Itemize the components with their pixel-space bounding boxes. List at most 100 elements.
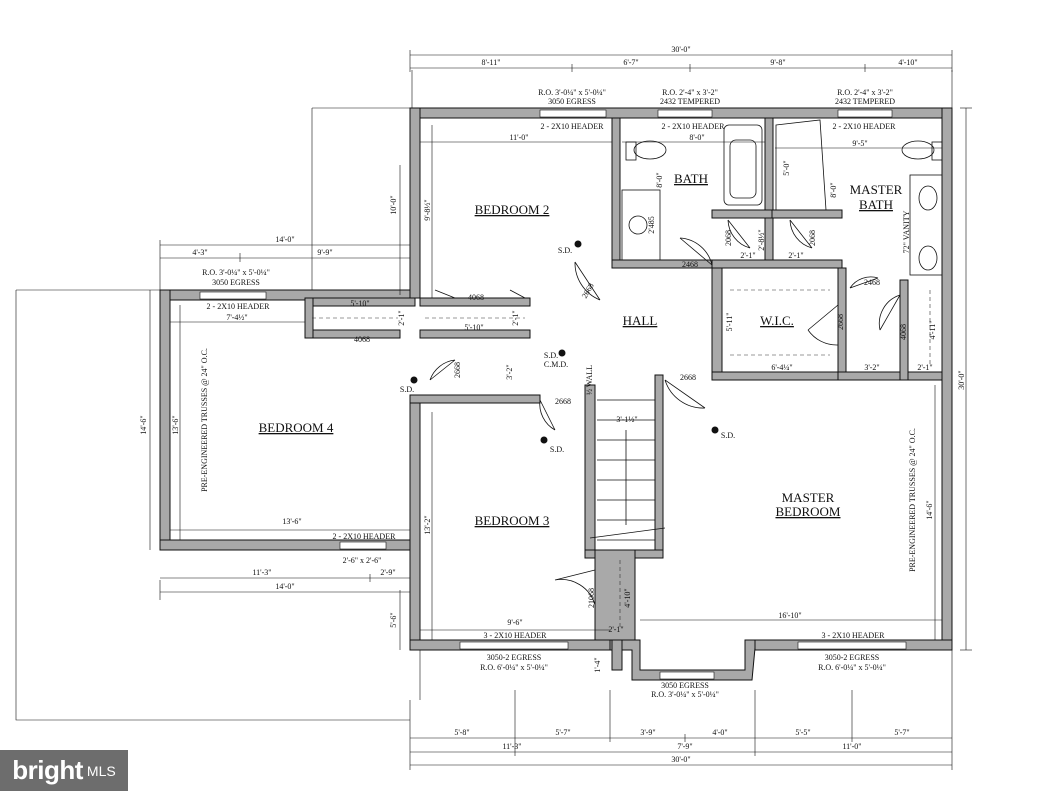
dim-left-side-56: 5'-6" <box>389 612 398 627</box>
dim-top-seg1: 8'-11" <box>481 58 500 67</box>
dim-mbath-w: 9'-5" <box>852 139 867 148</box>
dim-bottom-r2-0: 11'-3" <box>502 742 521 751</box>
sd-label-3: S.D. <box>400 385 414 394</box>
dim-top-seg4: 4'-10" <box>898 58 917 67</box>
dim-closet-21b: 2'-1" <box>511 310 520 325</box>
dim-bath-21b: 2'-1" <box>788 251 803 260</box>
dim-bottom-r1-4: 5'-5" <box>795 728 810 737</box>
dim-closet-510b: 5'-10" <box>464 323 483 332</box>
room-master-bath-1: MASTER <box>850 182 903 197</box>
dim-mb-411: 4'-11" <box>928 320 937 339</box>
dim-left-lower-113: 11'-3" <box>252 568 271 577</box>
trusses-label-left: PRE-ENGINEERED TRUSSES @ 24" O.C. <box>200 348 209 492</box>
dim-left-side-100: 10'-0" <box>389 195 398 214</box>
dim-wic-w: 6'-4¼" <box>771 363 792 372</box>
room-bath: BATH <box>674 171 708 186</box>
dim-mbr-w: 16'-10" <box>778 611 801 620</box>
header-bed4-bottom: 2 - 2X10 HEADER <box>333 532 397 541</box>
door-tag-2468-a: 2468 <box>682 260 698 269</box>
smoke-detector-icon <box>574 240 582 248</box>
dim-bath-h: 8'-0" <box>655 172 664 187</box>
room-master-bedroom-1: MASTER <box>782 490 835 505</box>
trusses-label-right: PRE-ENGINEERED TRUSSES @ 24" O.C. <box>908 428 917 572</box>
brightmls-watermark: bright MLS <box>0 750 128 791</box>
dim-stair-w: 3'-1½" <box>616 415 637 424</box>
dim-mbath-h: 8'-0" <box>829 182 838 197</box>
dim-bed3-h: 13'-2" <box>423 515 432 534</box>
room-bedroom4: BEDROOM 4 <box>259 420 334 435</box>
door-tag-2668-d: 2668 <box>680 373 696 382</box>
dim-vanity: 72" VANITY <box>902 210 911 253</box>
door-tag-2068-b: 2068 <box>808 230 817 246</box>
left-dimensions: 14'-0" 4'-3" 9'-9" 11'-3" 2'-9" 14'-0" 1… <box>139 165 410 650</box>
watermark-brand: bright <box>12 755 83 785</box>
dim-bottom-overall: 30'-0" <box>671 755 690 764</box>
dim-bottom-r2-2: 11'-0" <box>842 742 861 751</box>
dim-left-upper-43: 4'-3" <box>192 248 207 257</box>
notes: S.D. S.D. C.M.D. S.D. S.D. S.D. ½ WALL P… <box>200 240 917 572</box>
win-bed4-type: 3050 EGRESS <box>212 278 260 287</box>
win-bed3-ro: R.O. 6'-0¼" x 5'-0¼" <box>480 663 548 672</box>
room-wic: W.I.C. <box>760 313 794 328</box>
dim-bath-21a: 2'-1" <box>740 251 755 260</box>
win-top-bed2-type: 3050 EGRESS <box>548 97 596 106</box>
dim-closet-510a: 5'-10" <box>350 299 369 308</box>
smoke-detector-icon <box>540 436 548 444</box>
window-notes: R.O. 3'-0¼" x 5'-0¼" 3050 EGRESS R.O. 2'… <box>202 88 896 699</box>
win-mbr-ro: R.O. 6'-0¼" x 5'-0¼" <box>818 663 886 672</box>
win-mbr-type: 3050-2 EGRESS <box>825 653 879 662</box>
dim-bath-285: 2'-8½" <box>757 229 766 250</box>
header-bed4: 2 - 2X10 HEADER <box>207 302 271 311</box>
door-tag-4068-a: 4068 <box>468 293 484 302</box>
dim-bottom-r2-1: 7'-9" <box>677 742 692 751</box>
dim-top-overall: 30'-0" <box>671 45 690 54</box>
dim-top-seg3: 9'-8" <box>770 58 785 67</box>
room-master-bedroom-2: BEDROOM <box>775 504 840 519</box>
dim-left-side-146: 14'-6" <box>139 415 148 434</box>
win-top-mb-ro: R.O. 2'-4" x 3'-2" <box>837 88 893 97</box>
door-tag-4068-c: 4068 <box>899 324 908 340</box>
doors <box>429 219 901 606</box>
dim-bottom-r1-3: 4'-0" <box>712 728 727 737</box>
dim-bed2-h: 9'-8½" <box>423 199 432 220</box>
sd-label-5: S.D. <box>721 431 735 440</box>
door-tag-2468-b: 2468 <box>864 278 880 287</box>
header-bath: 2 - 2X10 HEADER <box>662 122 726 131</box>
dim-left-inner-136: 13'-6" <box>171 415 180 434</box>
win-center-type: 3050 EGRESS <box>661 681 709 690</box>
dim-left-upper-99: 9'-9" <box>317 248 332 257</box>
room-bedroom2: BEDROOM 2 <box>475 202 550 217</box>
dim-right-mb-146: 14'-6" <box>925 500 934 519</box>
dim-vanity-small: 2'485 <box>647 216 656 233</box>
dim-small-14: 1'-4" <box>593 657 602 672</box>
header-mbr: 3 - 2X10 HEADER <box>822 631 886 640</box>
win-top-bath-ro: R.O. 2'-4" x 3'-2" <box>662 88 718 97</box>
dim-top-seg2: 6'-7" <box>623 58 638 67</box>
door-tag-4068-b: 4068 <box>354 335 370 344</box>
dim-left-lower-14: 14'-0" <box>275 582 294 591</box>
dim-bed2-w: 11'-0" <box>509 133 528 142</box>
smoke-detector-icon <box>558 349 566 357</box>
win-bed4-ro: R.O. 3'-0¼" x 5'-0¼" <box>202 268 270 277</box>
smoke-detector-icon <box>410 376 418 384</box>
half-wall-label: ½ WALL <box>585 365 594 395</box>
interior-dims: 11'-0" 8'-0" 9'-5" 9'-8½" 8'-0" 8'-0" 5'… <box>226 133 937 673</box>
dim-bed4-w: 7'-4½" <box>226 313 247 322</box>
door-tag-21068: 21068 <box>587 588 596 608</box>
dim-left-upper-14: 14'-0" <box>275 235 294 244</box>
door-tag-2668-a: 2668 <box>580 282 596 300</box>
fixtures <box>312 119 943 630</box>
dim-bath-w: 8'-0" <box>689 133 704 142</box>
smoke-detector-icon <box>711 426 719 434</box>
dim-small-21: 2'-1" <box>608 625 623 634</box>
win-top-mb-type: 2432 TEMPERED <box>835 97 895 106</box>
dim-closet-21a: 2'-1" <box>397 310 406 325</box>
dim-right-overall: 30'-0" <box>957 370 966 389</box>
windows <box>199 109 907 680</box>
dim-small-410: 4'-10" <box>623 588 632 607</box>
header-mbath: 2 - 2X10 HEADER <box>833 122 897 131</box>
win-bed4-bottom: 2'-6" x 2'-6" <box>343 556 382 565</box>
door-tags: 2668 2668 2668 2668 2668 2468 2468 4068 … <box>354 230 908 608</box>
right-dimensions: 30'-0" 14'-6" <box>925 107 972 651</box>
door-tag-2068-a: 2068 <box>724 230 733 246</box>
